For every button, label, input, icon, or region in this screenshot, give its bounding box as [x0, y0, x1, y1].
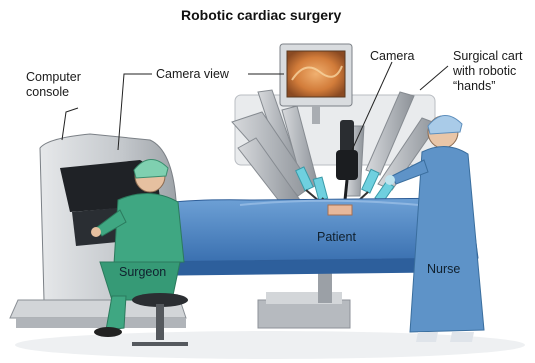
- label-computer-console-line2: console: [26, 85, 81, 100]
- label-camera: Camera: [370, 49, 414, 64]
- diagram-title: Robotic cardiac surgery: [181, 8, 341, 23]
- floor-shadow: [15, 331, 525, 359]
- label-camera-view: Camera view: [156, 67, 229, 82]
- label-computer-console: Computer console: [26, 70, 81, 100]
- label-surgical-cart-line3: “hands”: [453, 79, 522, 94]
- label-surgeon: Surgeon: [119, 265, 166, 280]
- label-nurse: Nurse: [427, 262, 460, 277]
- label-computer-console-line1: Computer: [26, 70, 81, 85]
- label-surgical-cart: Surgical cart with robotic “hands”: [453, 49, 522, 94]
- label-patient: Patient: [317, 230, 356, 245]
- label-surgical-cart-line1: Surgical cart: [453, 49, 522, 64]
- cart-leader: [420, 66, 448, 90]
- label-surgical-cart-line2: with robotic: [453, 64, 522, 79]
